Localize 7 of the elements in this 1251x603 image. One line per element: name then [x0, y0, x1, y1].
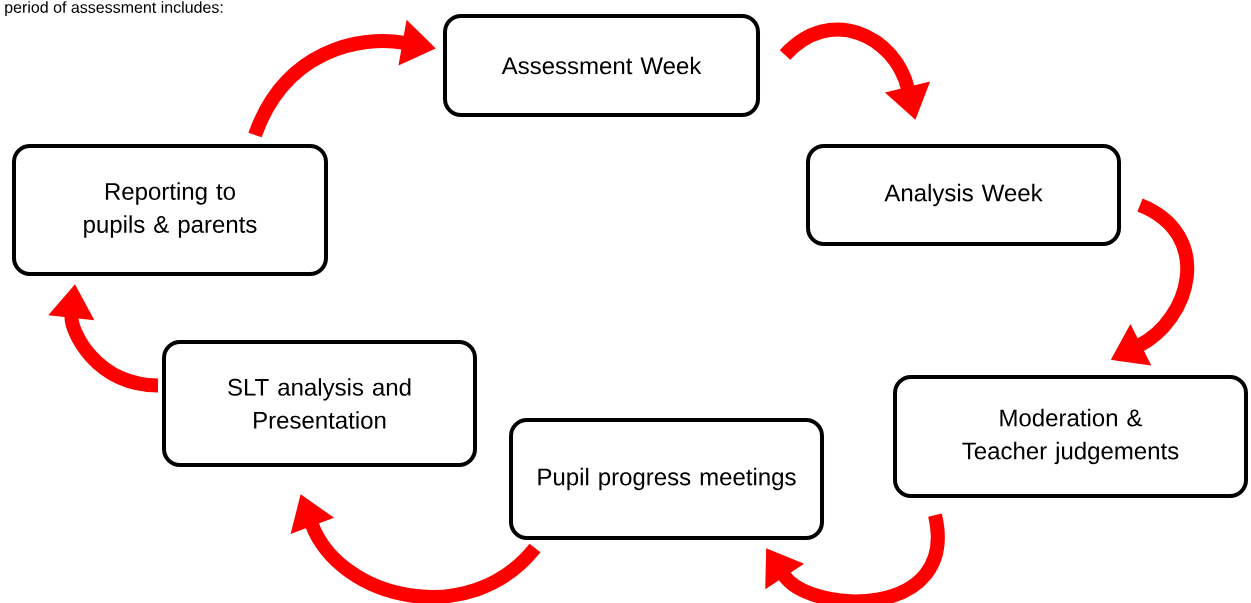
process-box: SLT analysis and Presentation — [162, 340, 477, 467]
process-box: Pupil progress meetings — [509, 418, 824, 540]
heading-text: period of assessment includes: — [5, 1, 223, 17]
process-box: Reporting to pupils & parents — [12, 144, 328, 276]
process-box: Moderation & Teacher judgements — [893, 375, 1248, 498]
process-box: Analysis Week — [806, 144, 1121, 246]
process-box: Assessment Week — [443, 14, 760, 117]
